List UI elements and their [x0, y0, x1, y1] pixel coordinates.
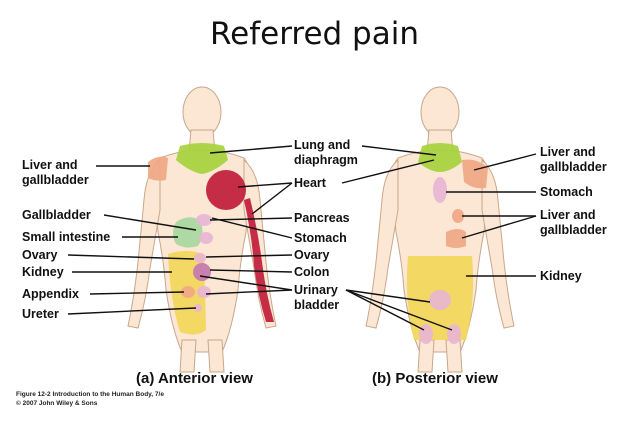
lung-diaphragm-zone-anterior	[176, 143, 228, 174]
bladder-zone-posterior-left	[419, 324, 433, 344]
leader-liver-gallbladder-right-top	[473, 153, 537, 171]
heart-zone	[206, 170, 246, 210]
ureter-zone	[194, 304, 202, 312]
leader-ureter	[67, 307, 197, 315]
label-colon: Colon	[294, 265, 330, 279]
label-ovary-left: Ovary	[22, 248, 58, 262]
leader-heart-a	[237, 182, 293, 188]
label-small-intestine: Small intestine	[22, 230, 111, 244]
leader-heart-to-posterior	[341, 159, 435, 184]
label-kidney-right: Kidney	[540, 269, 582, 283]
bladder-zone-anterior	[197, 286, 211, 298]
posterior-view-title: (b) Posterior view	[372, 370, 498, 387]
lung-diaphragm-zone-posterior	[418, 143, 462, 172]
liver-gallbladder-zone-anterior	[148, 156, 168, 181]
label-liver-gallbladder-right-top: Liver and gallbladder	[540, 145, 607, 174]
label-ureter: Ureter	[22, 307, 59, 321]
label-liver-gallbladder-right-mid: Liver and gallbladder	[540, 208, 607, 237]
leader-stomach-center	[211, 217, 293, 239]
leader-appendix	[89, 291, 185, 295]
stomach-zone-anterior	[199, 232, 213, 244]
label-heart: Heart	[294, 176, 326, 190]
bladder-zone-posterior	[429, 290, 451, 310]
pancreas-zone	[196, 214, 212, 226]
leader-urinary-bladder-b	[205, 289, 293, 295]
leader-lung-to-posterior	[361, 145, 437, 156]
label-urinary-bladder: Urinary bladder	[294, 283, 340, 312]
leader-bladder-posterior-a	[345, 289, 431, 303]
leader-pancreas	[209, 217, 293, 221]
figure-caption: Figure 12-2 Introduction to the Human Bo…	[16, 391, 164, 408]
label-pancreas: Pancreas	[294, 211, 350, 225]
label-liver-gallbladder-left: Liver and gallbladder	[22, 158, 89, 187]
leader-urinary-bladder-a	[199, 275, 293, 291]
bladder-zone-posterior-right	[447, 324, 461, 344]
label-lung-diaphragm: Lung and diaphragm	[294, 138, 358, 167]
leader-heart-b	[251, 182, 293, 215]
ovary-zone-anterior	[194, 253, 206, 263]
leader-bladder-posterior-c	[345, 289, 453, 331]
liver-gallbladder-zone-posterior-top	[462, 159, 488, 189]
caption-line-2: © 2007 John Wiley & Sons	[16, 399, 98, 407]
leader-ovary-left	[67, 254, 195, 260]
stomach-zone-posterior	[433, 177, 447, 203]
diagram-title: Referred pain	[209, 16, 419, 52]
leader-colon	[209, 269, 293, 273]
liver-gallbladder-zone-posterior-mid	[452, 209, 464, 223]
caption-line-1: Figure 12-2 Introduction to the Human Bo…	[16, 391, 164, 398]
label-appendix: Appendix	[22, 287, 79, 301]
anterior-view-title: (a) Anterior view	[136, 370, 253, 387]
label-kidney-left: Kidney	[22, 265, 64, 279]
liver-gallbladder-zone-posterior-low	[446, 229, 466, 248]
leader-liver-gallbladder-right-mid-b	[461, 215, 537, 239]
leader-gallbladder	[103, 214, 197, 231]
label-gallbladder: Gallbladder	[22, 208, 91, 222]
leader-bladder-posterior-b	[345, 289, 425, 331]
leader-lines	[67, 145, 537, 331]
leader-lung-diaphragm	[209, 145, 293, 154]
leader-ovary-center	[205, 254, 293, 258]
colon-zone	[193, 263, 211, 281]
anterior-figure	[127, 86, 277, 373]
label-ovary-center: Ovary	[294, 248, 330, 262]
appendix-zone	[181, 286, 195, 298]
small-intestine-zone	[173, 217, 203, 248]
label-stomach-center: Stomach	[294, 231, 347, 245]
label-stomach-right: Stomach	[540, 185, 593, 199]
